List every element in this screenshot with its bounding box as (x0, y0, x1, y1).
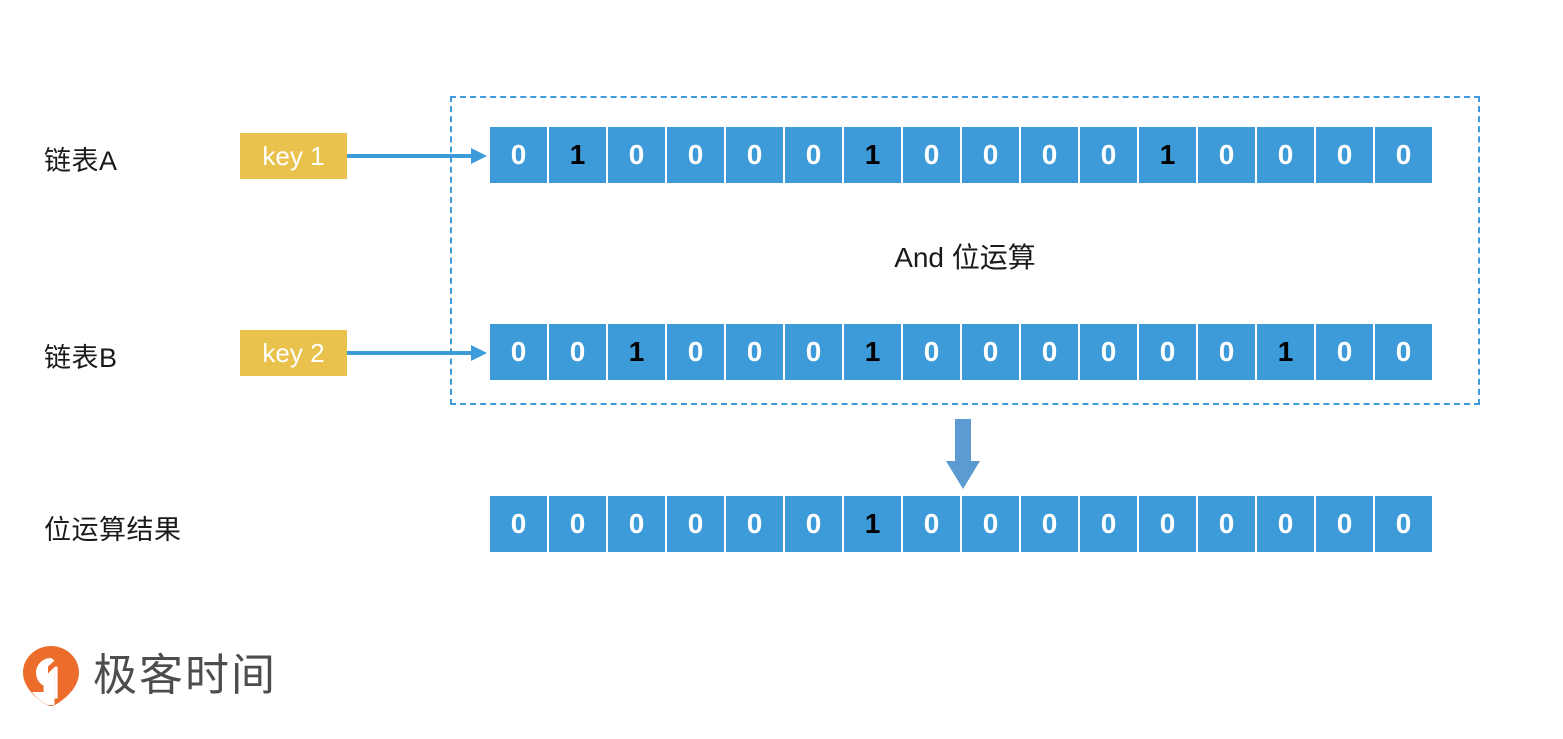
and-operation-group: And 位运算 (450, 96, 1480, 405)
bit-cell-8: 0 (962, 496, 1019, 552)
arrow-shaft (347, 154, 473, 158)
row-label-list-b: 链表B (44, 343, 118, 373)
bit-cell-8: 0 (962, 324, 1019, 380)
arrow-head (471, 345, 487, 361)
bit-cell-9: 0 (1021, 127, 1078, 183)
bit-cell-10: 0 (1080, 496, 1137, 552)
bit-cell-14: 0 (1316, 127, 1373, 183)
arrow-tip (946, 461, 980, 489)
bit-cell-12: 0 (1198, 496, 1255, 552)
connector-arrow-key1-icon (347, 146, 489, 166)
bit-cell-10: 0 (1080, 127, 1137, 183)
bit-cell-5: 0 (785, 496, 842, 552)
bit-cell-3: 0 (667, 127, 724, 183)
bit-cell-14: 0 (1316, 324, 1373, 380)
geektime-pin-icon (22, 645, 80, 707)
row-label-list-a: 链表A (44, 146, 118, 176)
bit-cell-13: 1 (1257, 324, 1314, 380)
bit-cell-11: 0 (1139, 496, 1196, 552)
arrow-stem (955, 419, 971, 461)
row-label-result: 位运算结果 (44, 515, 182, 545)
bit-cell-0: 0 (490, 496, 547, 552)
bit-cell-13: 0 (1257, 496, 1314, 552)
bit-cell-6: 1 (844, 127, 901, 183)
bit-cell-14: 0 (1316, 496, 1373, 552)
bit-cell-3: 0 (667, 496, 724, 552)
bit-cell-4: 0 (726, 127, 783, 183)
down-arrow-icon (946, 419, 980, 489)
bit-cell-11: 1 (1139, 127, 1196, 183)
bit-cell-7: 0 (903, 324, 960, 380)
bit-cell-11: 0 (1139, 324, 1196, 380)
bit-cell-2: 0 (608, 127, 665, 183)
bit-cell-15: 0 (1375, 127, 1432, 183)
bit-cell-15: 0 (1375, 496, 1432, 552)
brand-logo: 极客时间 (22, 645, 277, 707)
bit-cell-6: 1 (844, 496, 901, 552)
bit-cell-6: 1 (844, 324, 901, 380)
arrow-head (471, 148, 487, 164)
bit-cell-15: 0 (1375, 324, 1432, 380)
bit-cell-1: 0 (549, 324, 606, 380)
bit-cell-9: 0 (1021, 496, 1078, 552)
bit-cell-1: 0 (549, 496, 606, 552)
bit-cell-2: 1 (608, 324, 665, 380)
bit-cell-5: 0 (785, 324, 842, 380)
bit-cell-0: 0 (490, 127, 547, 183)
bit-cell-12: 0 (1198, 127, 1255, 183)
bit-cell-2: 0 (608, 496, 665, 552)
bit-cell-0: 0 (490, 324, 547, 380)
brand-name: 极客时间 (93, 651, 277, 700)
bit-cell-5: 0 (785, 127, 842, 183)
bit-cell-3: 0 (667, 324, 724, 380)
bit-cell-4: 0 (726, 324, 783, 380)
bit-cell-12: 0 (1198, 324, 1255, 380)
key-badge-2[interactable]: key 2 (240, 330, 347, 376)
bit-cell-4: 0 (726, 496, 783, 552)
bit-cell-9: 0 (1021, 324, 1078, 380)
bit-cell-10: 0 (1080, 324, 1137, 380)
bit-cell-7: 0 (903, 496, 960, 552)
bit-cell-1: 1 (549, 127, 606, 183)
operation-caption: And 位运算 (894, 242, 1036, 273)
bit-cell-8: 0 (962, 127, 1019, 183)
connector-arrow-key2-icon (347, 343, 489, 363)
arrow-shaft (347, 351, 473, 355)
bit-cell-13: 0 (1257, 127, 1314, 183)
bit-cell-7: 0 (903, 127, 960, 183)
key-badge-1[interactable]: key 1 (240, 133, 347, 179)
